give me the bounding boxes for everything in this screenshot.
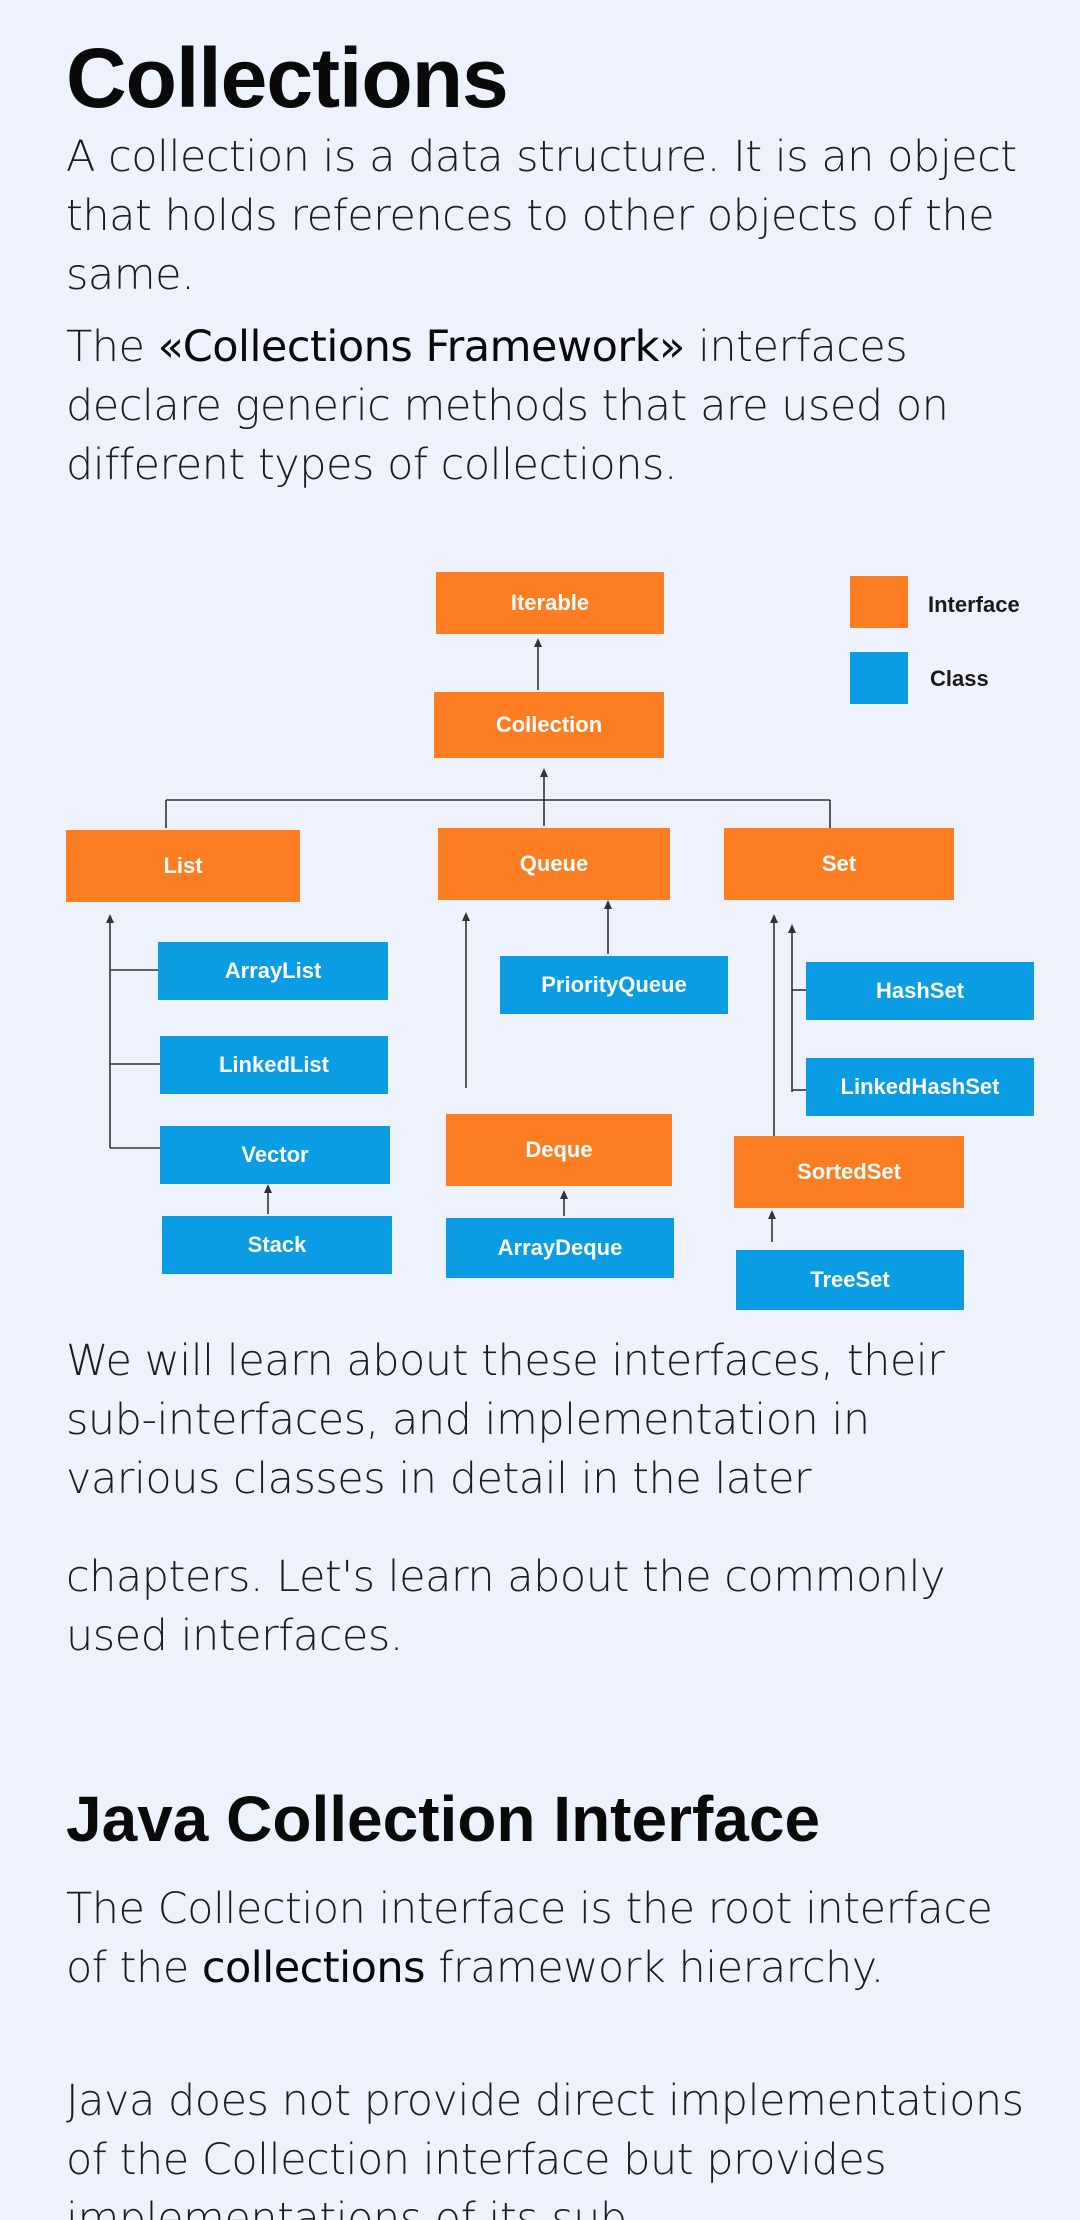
legend-interface-swatch (850, 576, 908, 628)
node-stack: Stack (162, 1216, 392, 1274)
node-queue: Queue (438, 828, 670, 900)
node-linkedhashset: LinkedHashSet (806, 1058, 1034, 1116)
section-title: Java Collection Interface (66, 1783, 821, 1855)
node-priorityqueue: PriorityQueue (500, 956, 728, 1014)
diagram-connector-lines (106, 638, 831, 1242)
node-linkedlist: LinkedList (160, 1036, 388, 1094)
body-paragraph-1: We will learn about these interfaces, th… (66, 1336, 945, 1504)
node-collection: Collection (434, 692, 664, 758)
legend-class-swatch (850, 652, 908, 704)
node-iterable: Iterable (436, 572, 664, 634)
node-arraydeque: ArrayDeque (446, 1218, 674, 1278)
node-hashset: HashSet (806, 962, 1034, 1020)
section-paragraph-2: Java does not provide direct implementat… (66, 2076, 1024, 2220)
intro-paragraph-1: A collection is a data structure. It is … (66, 132, 1017, 300)
node-vector: Vector (160, 1126, 390, 1184)
page-title: Collections (66, 31, 509, 125)
section-p1-text-end: framework hierarchy. (425, 1943, 884, 1993)
node-set: Set (724, 828, 954, 900)
collections-framework-emphasis: «Collections Framework» (157, 322, 686, 372)
body-paragraph-2: chapters. Let's learn about the commonly… (66, 1552, 945, 1661)
node-arraylist: ArrayList (158, 942, 388, 1000)
collections-hierarchy-diagram: Iterable Collection List Queue Set Array… (66, 572, 1034, 1310)
node-deque: Deque (446, 1114, 672, 1186)
collections-link-text: collections (201, 1943, 426, 1993)
legend-interface-label: Interface (928, 592, 1020, 617)
section-paragraph-1: The Collection interface is the root int… (66, 1880, 1026, 1998)
legend-class-label: Class (930, 666, 989, 691)
intro-p2-text-start: The (66, 322, 158, 372)
intro-paragraph-2: The «Collections Framework» interfaces d… (66, 318, 1026, 495)
node-sortedset: SortedSet (734, 1136, 964, 1208)
node-list: List (66, 830, 300, 902)
section-p1-text-start: The Collection interface is the root int… (66, 1884, 993, 1993)
node-treeset: TreeSet (736, 1250, 964, 1310)
intro-p2-text-end: interfaces declare generic methods that … (66, 322, 949, 490)
